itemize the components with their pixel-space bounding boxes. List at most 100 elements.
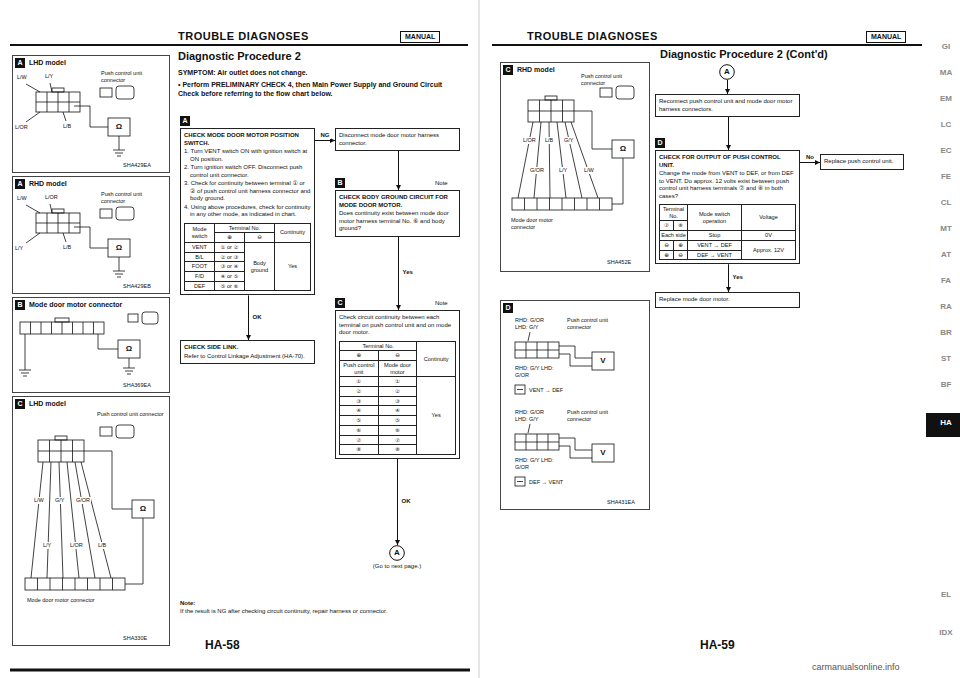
page-rules [10,0,922,678]
flow-box: CHECK SIDE LINK.Refer to Control Linkage… [180,340,315,364]
meter-symbol: Ω [137,504,149,514]
box-text: Refer to Control Linkage Adjustment (HA-… [184,353,311,361]
table-cell: ① [379,377,418,387]
section-tab [926,413,960,437]
table-cell: ③ or ④ [215,262,245,272]
test-probe [559,438,592,450]
connector-symbol [38,440,84,462]
switch-icon [515,477,525,486]
ohmmeter-symbol [108,118,130,136]
wire-color-code: L/W [16,195,28,202]
connector-symbol [515,342,559,358]
test-probe [74,227,108,248]
table-cell: ⊕ [215,233,245,243]
test-probe [574,111,612,149]
circle-marker: A [389,545,405,561]
panel-caption: SHA429EA [123,162,167,169]
harness-wires [31,462,111,578]
page-number: HA-59 [700,638,735,652]
table-cell: ⑤ [340,416,379,426]
connector-cells [36,213,80,233]
page-header: TROUBLE DIAGNOSES [527,30,658,43]
flow-box: CHECK FOR OUTPUT OF PUSH CONTROL UNIT.Ch… [655,150,800,264]
circle-outline [390,546,405,561]
figure-letter: C [503,65,513,75]
ground-symbol [113,136,125,156]
flow-box: Replace push control unit. [820,154,904,170]
section-index-tab: ST [934,354,958,364]
test-probe [559,346,592,358]
table-cell: Terminal No. [660,205,688,221]
procedure-title: Diagnostic Procedure 2 [178,50,301,63]
figure-letter: A [15,179,25,189]
table-cell: B/L [185,253,215,263]
panel-caption: DEF → VENT [529,479,579,486]
page-number: HA-58 [205,638,240,652]
connector-symbol [36,92,80,112]
figure-letter: A [15,58,25,68]
flow-box: Replace mode door motor. [655,292,800,308]
ohmmeter-symbol [118,340,140,358]
table-cell: ⑤ or ⑥ [215,282,245,292]
panel-caption: VENT → DEF [529,387,579,394]
ground-symbol [19,334,31,376]
meter-symbol: Ω [113,122,125,132]
flow-box: CHECK BODY GROUND CIRCUIT FOR MODE DOOR … [335,190,460,237]
connector-latch [52,209,64,213]
table-cell: ④ or ⑤ [215,272,245,282]
section-index-tab: EM [934,94,958,104]
step-letter: B [335,178,345,188]
table-cell: ⑧ [379,445,418,455]
wire-color-code: L/W [583,167,595,174]
wire-color-code: L/OR [522,137,537,144]
manual-tag: MANUAL [866,31,906,43]
box-heading: Replace push control unit. [824,158,900,166]
panel-title: Mode door motor connector [29,301,139,309]
panel-caption: Push control unit connector [101,70,167,83]
table-cell: 0V [742,231,796,241]
leader-line [528,424,530,433]
flow-arrow [397,459,398,545]
panel-caption: SHA330E [123,635,167,642]
edge-label: No [805,154,815,161]
table-cell: ⑤ [379,416,418,426]
edge-label: OK [252,314,263,321]
box-heading: CHECK MODE DOOR MOTOR POSITION SWITCH. [184,132,311,147]
harness-continuity-figure [512,86,634,210]
panel-title: RHD model [29,180,109,188]
wire-leads [26,83,66,122]
step-letter: D [655,138,665,148]
table-cell: Continuity [275,224,311,243]
disconnect-icon [600,88,612,97]
flow-box: Reconnect push control unit and mode doo… [655,94,800,117]
section-index-tab: FE [934,172,958,182]
table-cell: ⑥ [379,426,418,436]
voltmeter-symbol [592,444,614,462]
edge-label: Yes [402,269,414,276]
table-cell: ⊖ [674,251,688,261]
meter-symbol: V [597,448,609,458]
check-table: Terminal No.Continuity⊕⊖Push control uni… [339,341,456,455]
box-text: 4. Using above procedures, check for con… [184,204,311,219]
table-cell: DEF [185,282,215,292]
table-cell: ⑦ [660,221,674,231]
connector-cells [528,100,574,122]
procedure-title: Diagnostic Procedure 2 (Cont'd) [660,48,828,61]
table-cell: Approx. 12V [742,241,796,260]
disconnect-icon [100,88,112,97]
header-rule [492,44,922,46]
table-cell: Body ground [245,243,275,292]
box-heading: Reconnect push control unit and mode doo… [659,98,796,113]
harness-continuity-figure [25,425,154,590]
table-cell: ③ [379,397,418,407]
section-index-tab: LC [934,120,958,130]
section-index-tab: CL [934,198,958,208]
box-text: Change the mode from VENT to DEF, or fro… [659,170,796,200]
flow-arrow [728,117,729,150]
voltmeter-symbol [592,352,614,370]
flow-box: Disconnect mode door motor harness conne… [335,128,460,151]
panel-caption: Push control unit connector [581,73,647,86]
box-text: 3. Check for continuity between terminal… [184,180,311,203]
